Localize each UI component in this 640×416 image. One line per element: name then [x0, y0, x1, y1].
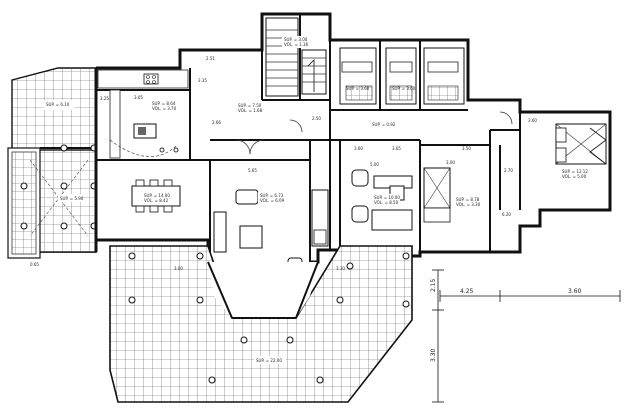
dimension-lines [432, 269, 621, 403]
bath2-area: SUP. = 3.60 [392, 86, 416, 91]
house-walls [94, 12, 612, 264]
stair-area: SUP. = 3.00 [284, 37, 308, 42]
bedroom2-area: SUP. = 8.78 [456, 197, 480, 202]
master-area: SUP. = 12.12 [562, 169, 588, 174]
study-vol: VOL. = 8.50 [374, 200, 399, 205]
hall-area: SUP. = 0.92 [372, 122, 396, 127]
living-dim-a: 3.35 [198, 78, 207, 83]
corridor: SUP. = 0.92 2.50 [312, 111, 513, 128]
dim-horizontal-1: 4.25 [460, 288, 474, 295]
passage [311, 189, 329, 247]
svg-text:3.50: 3.50 [462, 146, 471, 151]
dining-vol: VOL. = 8.42 [144, 198, 169, 203]
kitchen-dim: 3.05 [134, 95, 143, 100]
master-dim: 3.60 [528, 118, 537, 123]
master-bedroom: SUP. = 12.12 VOL. = 5.00 3.60 [528, 118, 607, 180]
living-hall: SUP. = 7.50 VOL. = 1.68 3.35 2.66 [198, 78, 303, 155]
study-area: SUP. = 10.00 [374, 195, 400, 200]
bath1-area: SUP. = 3.60 [346, 86, 370, 91]
study: SUP. = 10.00 VOL. = 8.50 5.00 [351, 162, 413, 231]
terrace-area: SUP. = 22.00 [256, 358, 282, 363]
living-area: SUP. = 7.50 [238, 103, 262, 108]
svg-text:3.25: 3.25 [100, 96, 109, 101]
closet-dim: 2.70 [504, 168, 513, 173]
lounge-vol: VOL. = 6.09 [260, 198, 285, 203]
kitchen-area: SUP. = 8.64 [152, 101, 176, 106]
porch-dim: 0.65 [30, 262, 39, 267]
svg-text:6.20: 6.20 [502, 212, 511, 217]
dim-vertical-2: 3.30 [430, 348, 437, 362]
terrace: SUP. = 22.00 3.00 3.30 [109, 245, 413, 403]
left-porch: SUP. = 6.10 SUP. = 5.90 0.65 [7, 67, 98, 267]
dining-area: SUP. = 14.00 [144, 193, 170, 198]
lounge-dim: 5.65 [248, 168, 257, 173]
bedroom2-dim: 3.00 [446, 160, 455, 165]
pergola-area: SUP. = 5.90 [60, 196, 84, 201]
terrace-dim-b: 3.30 [336, 266, 345, 271]
dim-horizontal-2: 3.60 [568, 288, 582, 295]
living-dim-b: 2.66 [212, 120, 221, 125]
bath-blocks: SUP. = 3.60 SUP. = 3.60 [339, 47, 465, 105]
porch-area: SUP. = 6.10 [46, 102, 70, 107]
misc-dims: 2.51 3.60 3.65 3.50 6.20 3.25 [100, 56, 511, 217]
svg-text:3.60: 3.60 [354, 146, 363, 151]
living-vol: VOL. = 1.68 [238, 108, 263, 113]
terrace-dim-a: 3.00 [174, 266, 183, 271]
stair-block: SUP. = 3.00 VOL. = 1.36 [265, 17, 327, 97]
svg-text:2.51: 2.51 [206, 56, 215, 61]
corridor-dim: 2.50 [312, 116, 321, 121]
svg-text:3.65: 3.65 [392, 146, 401, 151]
master-vol: VOL. = 5.00 [562, 174, 587, 179]
stair-vol: VOL. = 1.36 [284, 42, 309, 47]
kitchen: SUP. = 8.64 VOL. = 3.70 3.05 [97, 69, 189, 159]
kitchen-vol: VOL. = 3.70 [152, 106, 177, 111]
bedroom-2: SUP. = 8.78 VOL. = 3.30 3.00 2.70 [423, 160, 513, 223]
bedroom2-vol: VOL. = 3.30 [456, 202, 481, 207]
study-dim: 5.00 [370, 162, 379, 167]
lounge-area: SUP. = 6.73 [260, 193, 284, 198]
dim-vertical-1: 2.15 [430, 278, 437, 292]
